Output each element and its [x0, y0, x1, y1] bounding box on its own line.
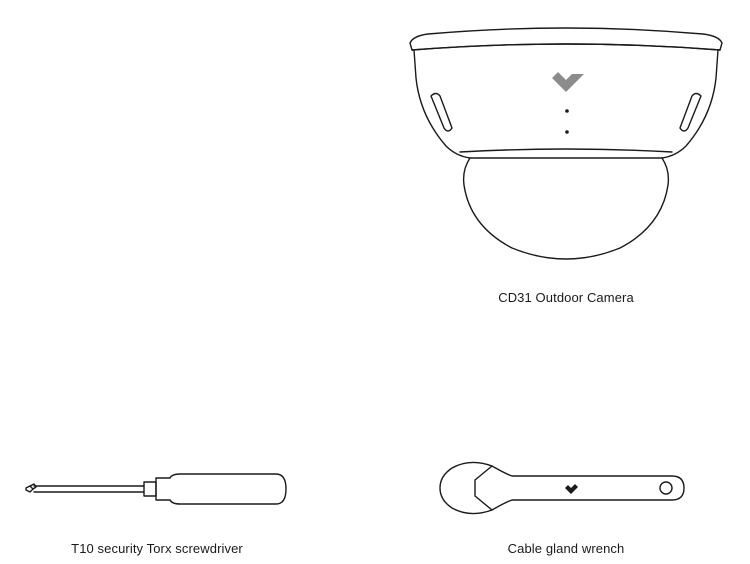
camera-caption: CD31 Outdoor Camera: [498, 290, 634, 305]
wrench-caption: Cable gland wrench: [507, 541, 625, 556]
logo-mark: [552, 72, 584, 92]
screwdriver-caption: T10 security Torx screwdriver: [71, 541, 243, 556]
